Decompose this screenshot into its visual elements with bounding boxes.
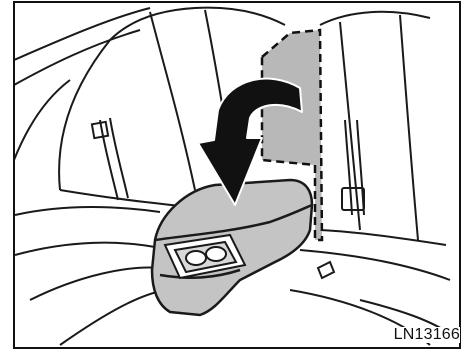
right-seat-back xyxy=(320,12,446,245)
figure-code: LN13166 xyxy=(392,327,460,343)
left-seat-belt xyxy=(92,118,128,200)
